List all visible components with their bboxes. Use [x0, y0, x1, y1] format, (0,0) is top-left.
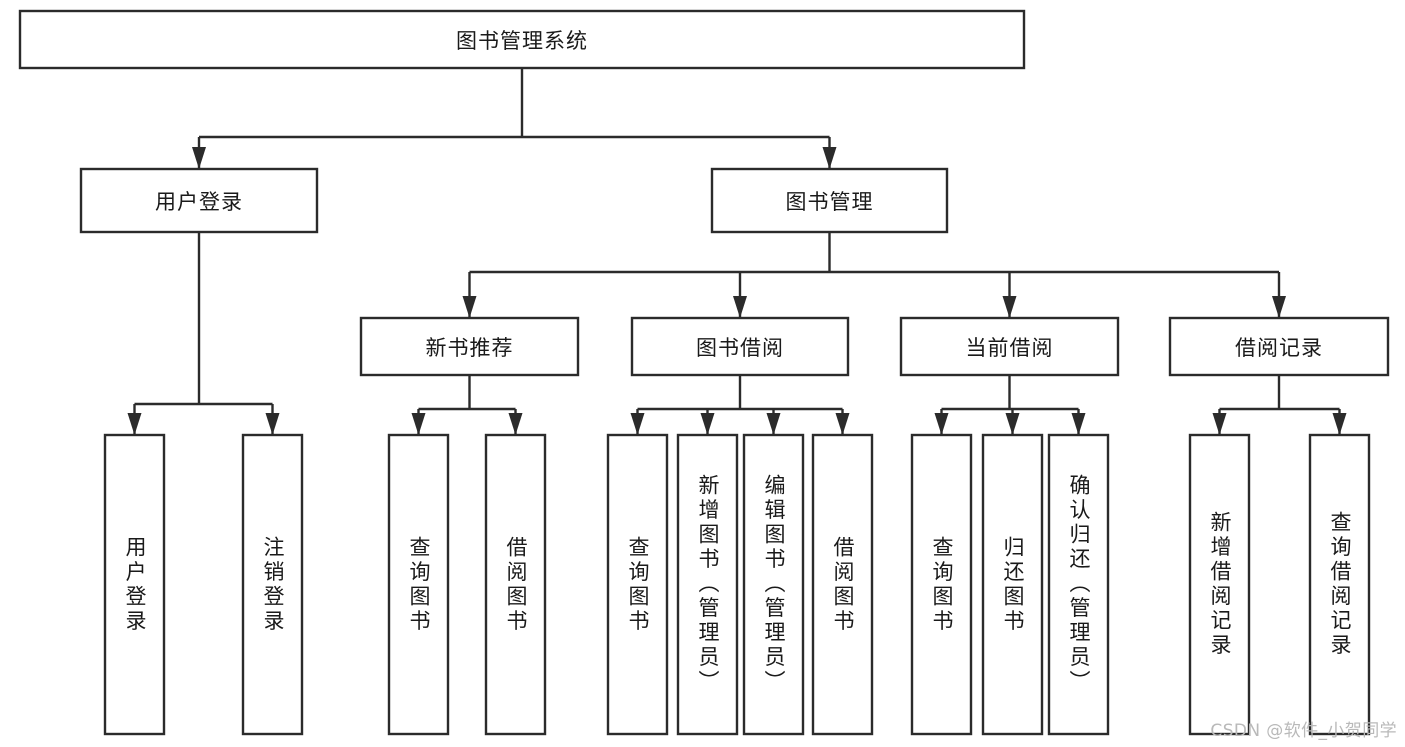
node-box-leaf-borrow-book-1[interactable] [484, 433, 547, 736]
arrow-head-icon [265, 413, 280, 435]
arrow-head-icon [1005, 413, 1020, 435]
arrow-head-icon [733, 296, 747, 318]
node-box-current-borrow[interactable] [899, 316, 1120, 377]
node-box-leaf-query-record[interactable] [1308, 433, 1371, 736]
arrow-head-icon [1272, 296, 1286, 318]
arrow-head-icon [127, 413, 142, 435]
node-box-leaf-user-login[interactable] [103, 433, 166, 736]
arrow-head-icon [700, 413, 715, 435]
watermark-text: CSDN @软件_小贺同学 [1210, 721, 1397, 741]
node-box-leaf-edit-book[interactable] [742, 433, 805, 736]
node-box-leaf-return-book[interactable] [981, 433, 1044, 736]
node-box-leaf-borrow-book-2[interactable] [811, 433, 874, 736]
node-box-leaf-add-book[interactable] [676, 433, 739, 736]
node-box-leaf-query-book-2[interactable] [606, 433, 669, 736]
connector-layer [127, 68, 1347, 435]
arrow-head-icon [1002, 296, 1017, 318]
node-box-layer [18, 9, 1390, 736]
node-box-leaf-add-record[interactable] [1188, 433, 1251, 736]
node-box-leaf-query-book-1[interactable] [387, 433, 450, 736]
arrow-head-icon [462, 296, 477, 318]
node-box-book-borrow[interactable] [630, 316, 850, 377]
node-box-new-book-recommend[interactable] [359, 316, 580, 377]
node-box-root[interactable] [18, 9, 1026, 70]
arrow-head-icon [835, 413, 850, 435]
arrow-head-icon [1071, 413, 1086, 435]
arrow-head-icon [934, 413, 949, 435]
node-box-leaf-confirm-return[interactable] [1047, 433, 1110, 736]
arrow-head-icon [1212, 413, 1227, 435]
node-box-book-manage[interactable] [710, 167, 949, 234]
arrow-head-icon [766, 413, 781, 435]
node-box-leaf-logout[interactable] [241, 433, 304, 736]
node-box-user-login[interactable] [79, 167, 319, 234]
node-box-leaf-query-book-3[interactable] [910, 433, 973, 736]
node-box-borrow-record[interactable] [1168, 316, 1390, 377]
arrow-head-icon [192, 147, 206, 169]
arrow-head-icon [630, 413, 645, 435]
arrow-head-icon [411, 413, 426, 435]
arrow-head-icon [822, 147, 837, 169]
arrow-head-icon [1332, 413, 1347, 435]
arrow-head-icon [508, 413, 523, 435]
